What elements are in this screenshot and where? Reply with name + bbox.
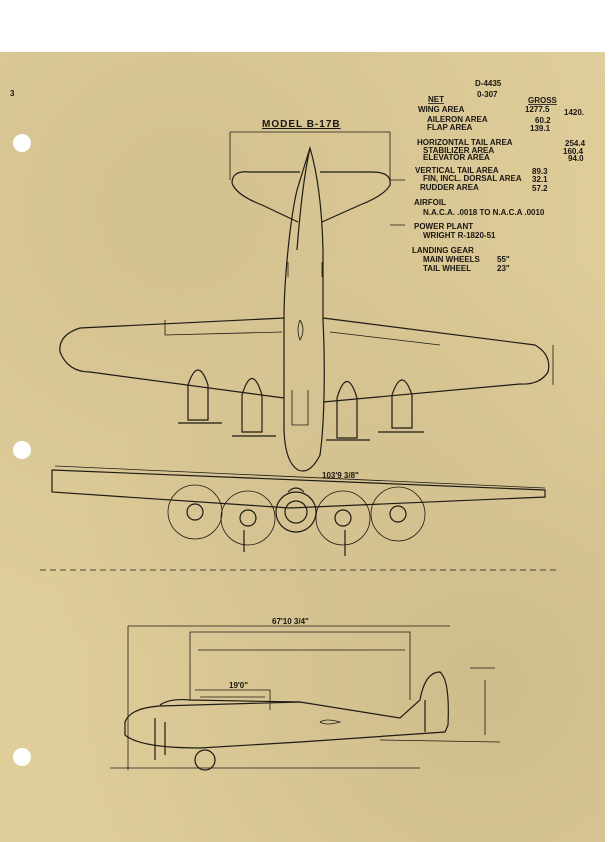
- top-view: [59, 131, 554, 472]
- side-view: 67'10 3/4" 19'0": [110, 617, 501, 771]
- spec-table: NET GROSS WING AREA 1277.5 1420. AILERON…: [412, 95, 586, 273]
- power-plant-value: WRIGHT R-1820-51: [423, 231, 496, 240]
- spec-label: AILERON AREA: [427, 115, 488, 124]
- punch-hole: [13, 134, 31, 152]
- gross-header: GROSS: [528, 96, 558, 105]
- spec-value: 57.2: [532, 184, 548, 193]
- spec-label: STABILIZER AREA: [423, 146, 494, 155]
- landing-gear-label: LANDING GEAR: [412, 246, 474, 255]
- airfoil-label: AIRFOIL: [414, 198, 446, 207]
- spec-label: FIN, INCL. DORSAL AREA: [423, 174, 522, 183]
- drawing-title: MODEL B-17B: [262, 119, 341, 130]
- spec-label: WING AREA: [418, 105, 465, 114]
- spec-value: 139.1: [530, 124, 551, 133]
- doc-id: 0-307: [477, 90, 498, 99]
- span-dimension: 103'9 3/8": [322, 471, 359, 480]
- spec-value: 1277.5: [525, 105, 550, 114]
- spec-label: VERTICAL TAIL AREA: [415, 166, 499, 175]
- airfoil-value: N.A.C.A. .0018 TO N.A.C.A .0010: [423, 208, 545, 217]
- length-dimension: 67'10 3/4": [272, 617, 309, 626]
- spec-value: 89.3: [532, 167, 548, 176]
- tail-wheel-value: 23": [497, 264, 510, 273]
- spec-label: HORIZONTAL TAIL AREA: [417, 138, 513, 147]
- cabin-dimension: 19'0": [229, 681, 248, 690]
- spec-label: RUDDER AREA: [420, 183, 479, 192]
- doc-id: D-4435: [475, 79, 502, 88]
- spec-label: ELEVATOR AREA: [423, 153, 490, 162]
- spec-value: 60.2: [535, 116, 551, 125]
- spec-value: 94.0: [568, 154, 584, 163]
- main-wheels-label: MAIN WHEELS: [423, 255, 481, 264]
- drawing-sheet: [0, 52, 605, 842]
- tail-wheel-label: TAIL WHEEL: [423, 264, 471, 273]
- spec-value: 32.1: [532, 175, 548, 184]
- spec-value: 160.4: [563, 147, 584, 156]
- punch-hole: [13, 748, 31, 766]
- engine-nacelle: [178, 369, 424, 441]
- spec-value: 254.4: [565, 139, 586, 148]
- front-view: 103'9 3/8": [40, 465, 560, 571]
- spec-label: FLAP AREA: [427, 123, 473, 132]
- main-wheels-value: 55": [497, 255, 510, 264]
- punch-hole: [13, 441, 31, 459]
- power-plant-label: POWER PLANT: [414, 222, 473, 231]
- spec-value: 1420.: [564, 108, 584, 117]
- net-header: NET: [428, 95, 444, 104]
- page-mark: 3: [10, 89, 15, 98]
